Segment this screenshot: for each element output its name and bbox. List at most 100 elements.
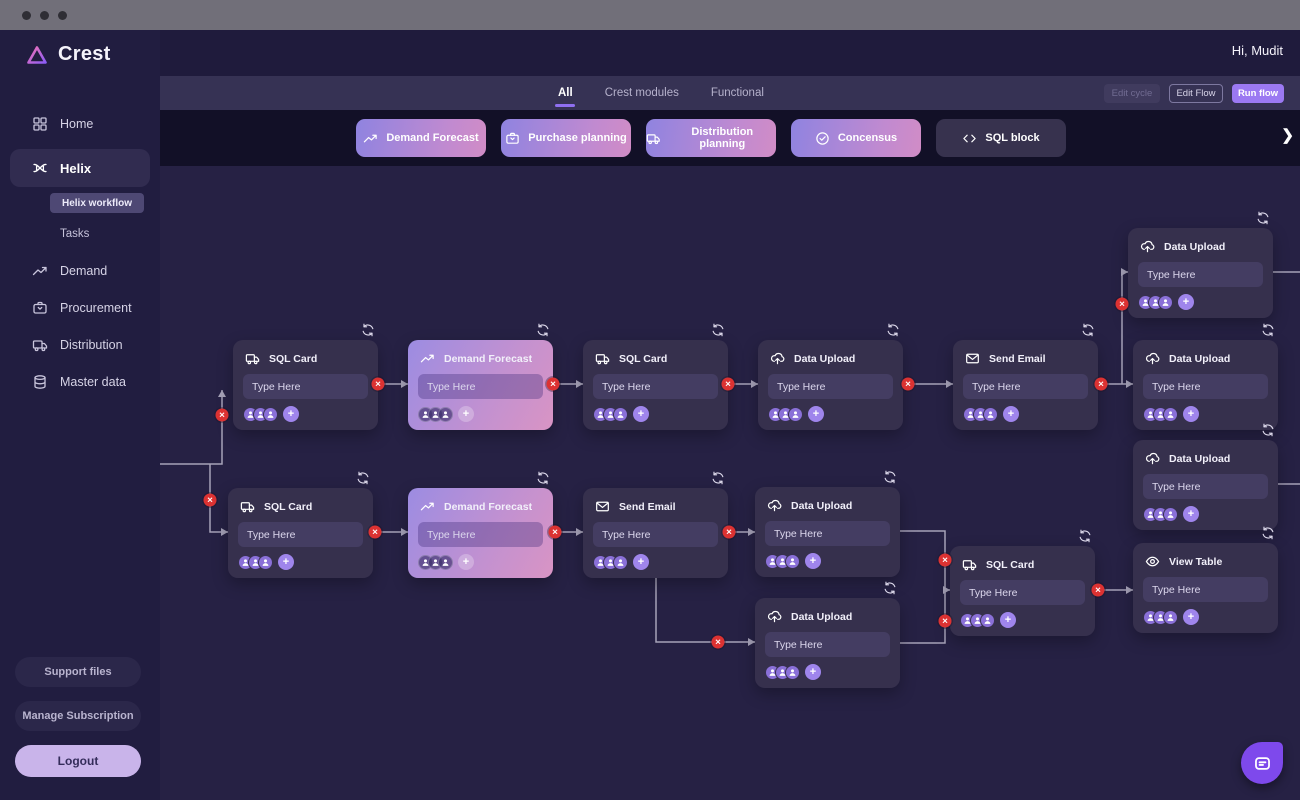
edit-cycle-button[interactable]: Edit cycle — [1104, 84, 1160, 103]
remove-connection-button[interactable]: ✕ — [721, 377, 735, 391]
remove-connection-button[interactable]: ✕ — [711, 635, 725, 649]
refresh-icon[interactable] — [1261, 423, 1275, 437]
refresh-icon[interactable] — [886, 323, 900, 337]
node-text-input[interactable] — [1138, 262, 1263, 287]
user-avatar[interactable] — [613, 554, 628, 570]
user-avatar[interactable] — [1163, 609, 1178, 625]
tab-crest-modules[interactable]: Crest modules — [604, 87, 679, 99]
refresh-icon[interactable] — [1261, 323, 1275, 337]
add-user-button[interactable]: + — [1183, 506, 1199, 522]
node-data-upload[interactable]: Data Upload + — [1128, 228, 1273, 318]
palette-concensus-button[interactable]: Concensus — [791, 119, 921, 157]
refresh-icon[interactable] — [1261, 526, 1275, 540]
remove-connection-button[interactable]: ✕ — [548, 525, 562, 539]
remove-connection-button[interactable]: ✕ — [203, 493, 217, 507]
remove-connection-button[interactable]: ✕ — [371, 377, 385, 391]
remove-connection-button[interactable]: ✕ — [938, 614, 952, 628]
palette-distribution-planning-button[interactable]: Distribution planning — [646, 119, 776, 157]
sidebar-item-master-data[interactable]: Master data — [0, 370, 160, 394]
node-text-input[interactable] — [1143, 474, 1268, 499]
window-control-minimize[interactable] — [40, 11, 49, 20]
user-avatar[interactable] — [785, 553, 800, 569]
window-control-close[interactable] — [22, 11, 31, 20]
node-sql-card[interactable]: SQL Card + — [228, 488, 373, 578]
user-avatar[interactable] — [263, 406, 278, 422]
sidebar-item-distribution[interactable]: Distribution — [0, 333, 160, 357]
support-files-button[interactable]: Support files — [15, 657, 141, 687]
add-user-button[interactable]: + — [805, 664, 821, 680]
node-demand-forecast[interactable]: Demand Forecast + — [408, 488, 553, 578]
add-user-button[interactable]: + — [458, 554, 474, 570]
refresh-icon[interactable] — [711, 323, 725, 337]
remove-connection-button[interactable]: ✕ — [938, 553, 952, 567]
user-avatar[interactable] — [613, 406, 628, 422]
node-send-email[interactable]: Send Email + — [583, 488, 728, 578]
add-user-button[interactable]: + — [805, 553, 821, 569]
node-data-upload[interactable]: Data Upload + — [755, 487, 900, 577]
node-text-input[interactable] — [418, 374, 543, 399]
user-avatar[interactable] — [1158, 294, 1173, 310]
add-user-button[interactable]: + — [633, 554, 649, 570]
node-text-input[interactable] — [593, 522, 718, 547]
chat-launcher-button[interactable] — [1241, 742, 1283, 784]
add-user-button[interactable]: + — [278, 554, 294, 570]
user-avatar[interactable] — [983, 406, 998, 422]
refresh-icon[interactable] — [361, 323, 375, 337]
node-data-upload[interactable]: Data Upload + — [758, 340, 903, 430]
remove-connection-button[interactable]: ✕ — [901, 377, 915, 391]
node-text-input[interactable] — [243, 374, 368, 399]
edit-flow-button[interactable]: Edit Flow — [1169, 84, 1223, 103]
remove-connection-button[interactable]: ✕ — [722, 525, 736, 539]
add-user-button[interactable]: + — [1003, 406, 1019, 422]
user-avatar[interactable] — [438, 406, 453, 422]
window-control-maximize[interactable] — [58, 11, 67, 20]
node-text-input[interactable] — [1143, 577, 1268, 602]
sidebar-subitem-helix-workflow[interactable]: Helix workflow — [50, 193, 144, 213]
refresh-icon[interactable] — [711, 471, 725, 485]
node-sql-card[interactable]: SQL Card + — [950, 546, 1095, 636]
refresh-icon[interactable] — [536, 323, 550, 337]
remove-connection-button[interactable]: ✕ — [1115, 297, 1129, 311]
node-demand-forecast[interactable]: Demand Forecast + — [408, 340, 553, 430]
palette-sql-block-button[interactable]: SQL block — [936, 119, 1066, 157]
node-sql-card[interactable]: SQL Card + — [583, 340, 728, 430]
add-user-button[interactable]: + — [1178, 294, 1194, 310]
remove-connection-button[interactable]: ✕ — [368, 525, 382, 539]
workflow-canvas[interactable]: Data Upload + SQL Card + Demand Forecast… — [160, 166, 1300, 800]
app-logo[interactable]: Crest — [26, 43, 111, 66]
remove-connection-button[interactable]: ✕ — [1091, 583, 1105, 597]
sidebar-item-helix[interactable]: Helix — [10, 149, 150, 187]
user-avatar[interactable] — [258, 554, 273, 570]
node-text-input[interactable] — [963, 374, 1088, 399]
remove-connection-button[interactable]: ✕ — [1094, 377, 1108, 391]
node-data-upload[interactable]: Data Upload + — [755, 598, 900, 688]
sidebar-subitem-tasks[interactable]: Tasks — [60, 228, 90, 240]
manage-subscription-button[interactable]: Manage Subscription — [15, 701, 141, 731]
refresh-icon[interactable] — [1081, 323, 1095, 337]
node-text-input[interactable] — [418, 522, 543, 547]
sidebar-item-home[interactable]: Home — [0, 112, 160, 136]
add-user-button[interactable]: + — [1183, 406, 1199, 422]
add-user-button[interactable]: + — [1183, 609, 1199, 625]
add-user-button[interactable]: + — [283, 406, 299, 422]
palette-demand-forecast-button[interactable]: Demand Forecast — [356, 119, 486, 157]
add-user-button[interactable]: + — [633, 406, 649, 422]
tab-functional[interactable]: Functional — [710, 87, 764, 99]
refresh-icon[interactable] — [536, 471, 550, 485]
palette-next-chevron-icon[interactable]: ❯ — [1281, 127, 1294, 144]
node-view-table[interactable]: View Table + — [1133, 543, 1278, 633]
refresh-icon[interactable] — [883, 470, 897, 484]
refresh-icon[interactable] — [356, 471, 370, 485]
refresh-icon[interactable] — [1078, 529, 1092, 543]
tab-all[interactable]: All — [558, 76, 573, 110]
node-text-input[interactable] — [1143, 374, 1268, 399]
refresh-icon[interactable] — [883, 581, 897, 595]
run-flow-button[interactable]: Run flow — [1232, 84, 1284, 103]
node-text-input[interactable] — [765, 632, 890, 657]
user-avatar[interactable] — [1163, 406, 1178, 422]
add-user-button[interactable]: + — [458, 406, 474, 422]
user-avatar[interactable] — [438, 554, 453, 570]
user-avatar[interactable] — [785, 664, 800, 680]
remove-connection-button[interactable]: ✕ — [215, 408, 229, 422]
user-avatar[interactable] — [1163, 506, 1178, 522]
